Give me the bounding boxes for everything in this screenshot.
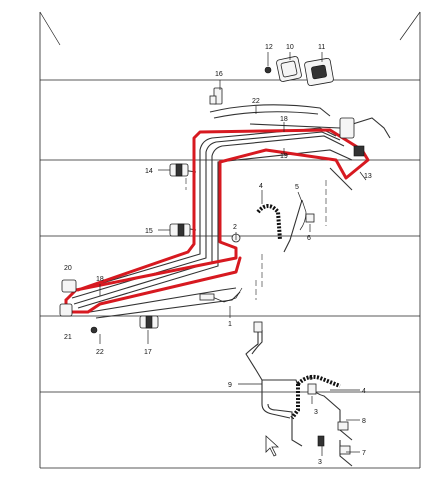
- cursor-arrow-icon: [265, 435, 280, 457]
- callout-18: 18: [96, 276, 104, 283]
- callout-15: 15: [145, 228, 153, 235]
- callout-1: 1: [228, 321, 232, 328]
- callout-10: 10: [286, 44, 294, 51]
- callout-2: 2: [233, 224, 237, 231]
- lower-lines: [185, 178, 353, 467]
- fitting-1: [199, 293, 215, 301]
- callout-13: 13: [364, 173, 372, 180]
- callout-5: 5: [295, 184, 299, 191]
- callout-22-bottom: 22: [96, 349, 104, 356]
- bolt-22: [90, 326, 98, 334]
- callout-14: 14: [145, 168, 153, 175]
- leader-lines: [99, 52, 367, 456]
- callout-9: 9: [228, 382, 232, 389]
- fitting-7: [339, 445, 351, 455]
- callout-11: 11: [318, 44, 325, 51]
- valve-13: [339, 117, 355, 139]
- clip-6b: [307, 383, 317, 395]
- callout-17: 17: [144, 349, 152, 356]
- callout-16: 16: [215, 71, 223, 78]
- callout-3-top: 3: [314, 409, 318, 416]
- callout-numbers: 12 10 11 16 22 18 19 14 13 4 5 2 15 6 20…: [64, 44, 372, 466]
- callout-4-bottom: 4: [362, 388, 366, 395]
- block-20: [61, 279, 77, 293]
- parts: [59, 56, 365, 457]
- connector-1b: [253, 321, 263, 333]
- block-21: [59, 303, 73, 317]
- callout-18-top: 18: [280, 116, 288, 123]
- banjo-8: [337, 421, 349, 431]
- frame-lines: [39, 11, 421, 469]
- bolt-3: [317, 435, 325, 447]
- callout-12: 12: [265, 44, 273, 51]
- callout-7: 7: [362, 450, 366, 457]
- clip-6: [305, 213, 315, 223]
- callout-19: 19: [280, 153, 288, 160]
- callout-21: 21: [64, 334, 72, 341]
- callout-3-bottom: 3: [318, 459, 322, 466]
- nut-12: [264, 66, 272, 74]
- hose-4-lower: [296, 374, 341, 388]
- hose-4-upper: [256, 204, 282, 241]
- callout-6-bottom: 6: [309, 375, 313, 382]
- callout-4-top: 4: [259, 183, 263, 190]
- callout-6-top: 6: [307, 235, 311, 242]
- highlighted-route: [64, 128, 370, 314]
- callout-22-top: 22: [252, 98, 260, 105]
- line-bundle: [71, 104, 391, 319]
- callout-8: 8: [362, 418, 366, 425]
- callout-20: 20: [64, 265, 72, 272]
